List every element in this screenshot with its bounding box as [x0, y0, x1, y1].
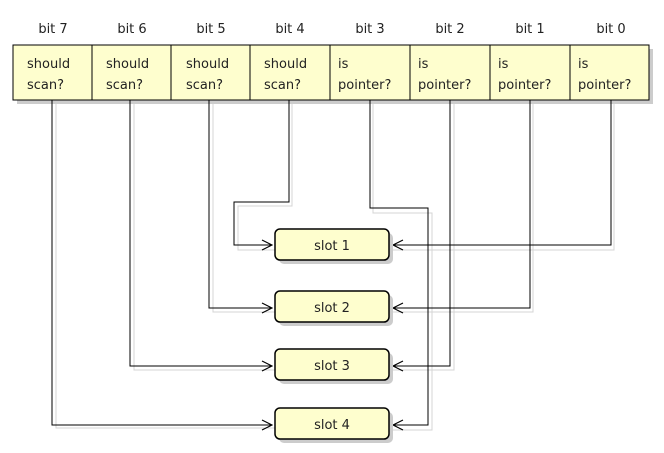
- connector-bit0-slot1: [393, 100, 612, 245]
- bit-cell-0-line2: pointer?: [578, 78, 631, 93]
- connector-bit6-slot3: [129, 100, 272, 366]
- bit-cell-5-line1: should: [186, 57, 229, 72]
- bit-cell-7-line1: should: [27, 57, 70, 72]
- bit-label-4: bit 4: [275, 22, 304, 37]
- slot-1-box: [274, 228, 390, 261]
- bit-cell-3: [329, 44, 411, 101]
- bit-cell-2-line1: is: [418, 57, 429, 72]
- bit-label-5: bit 5: [196, 22, 225, 37]
- bit-label-0: bit 0: [596, 22, 625, 37]
- bit-cell-0-line1: is: [578, 57, 589, 72]
- bit-label-2: bit 2: [435, 22, 464, 37]
- slot-3-label: slot 3: [314, 359, 350, 374]
- bit-label-6: bit 6: [117, 22, 146, 37]
- slot-3-box: [274, 348, 390, 381]
- connector-bit5-slot2: [208, 100, 272, 308]
- bit-cell-4-line1: should: [264, 57, 307, 72]
- connector-bit4-slot1: [233, 100, 290, 245]
- bit-cell-7: [12, 44, 93, 101]
- bit-cell-6: [91, 44, 172, 101]
- connector-bit7-slot4: [51, 100, 272, 425]
- slot-2-box: [274, 290, 390, 323]
- slot-2-label: slot 2: [314, 301, 350, 316]
- bit-cell-1-line2: pointer?: [498, 78, 551, 93]
- bit-cell-4: [249, 44, 331, 101]
- bit-cell-5-line2: scan?: [186, 78, 223, 93]
- bit-cell-4-line2: scan?: [264, 78, 301, 93]
- connector-bit2-slot3: [393, 100, 451, 366]
- connectors: [51, 100, 612, 425]
- bit-label-7: bit 7: [38, 22, 67, 37]
- bit-cell-1-line1: is: [498, 57, 509, 72]
- bit-cell-3-line1: is: [338, 57, 349, 72]
- bit-labels: bit 7 bit 6 bit 5 bit 4 bit 3 bit 2 bit …: [38, 22, 625, 37]
- connector-bit3-slot4: [369, 100, 429, 425]
- connector-bit1-slot2: [393, 100, 531, 308]
- bit-cell-2: [409, 44, 491, 101]
- bit-cell-6-line2: scan?: [106, 78, 143, 93]
- bit-cell-6-line1: should: [106, 57, 149, 72]
- bit-label-1: bit 1: [515, 22, 544, 37]
- slot-1-label: slot 1: [314, 239, 350, 254]
- slot-4-label: slot 4: [314, 418, 350, 433]
- bit-cell-1: [489, 44, 571, 101]
- connector-shadows: [55, 104, 615, 431]
- slot-4-box: [274, 407, 390, 440]
- slots: slot 1 slot 2 slot 3 slot 4: [274, 228, 393, 443]
- bit-cell-3-line2: pointer?: [338, 78, 391, 93]
- bit-cell-2-line2: pointer?: [418, 78, 471, 93]
- bit-cell-7-line2: scan?: [27, 78, 64, 93]
- bit-cell-0: [569, 44, 650, 101]
- bit-cells: should scan? should scan? should scan? s…: [12, 44, 653, 104]
- bit-label-3: bit 3: [355, 22, 384, 37]
